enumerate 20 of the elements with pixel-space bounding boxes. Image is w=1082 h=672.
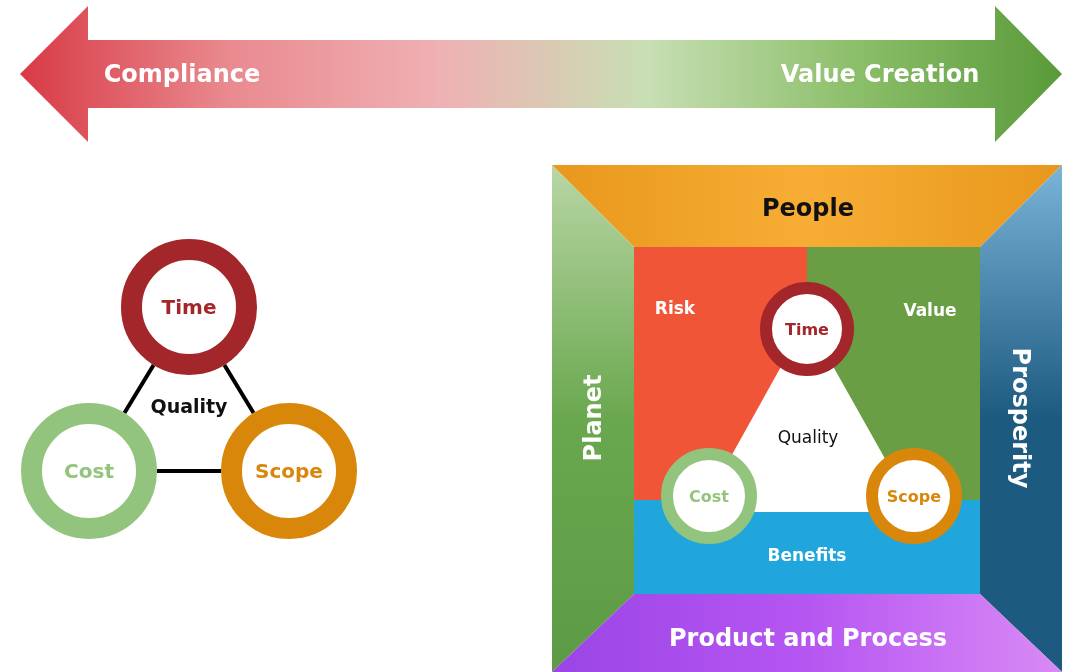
ring-label: Time xyxy=(161,295,217,319)
center-label: Quality xyxy=(150,395,228,417)
connector-line xyxy=(157,469,221,473)
quadrant-label: Value xyxy=(903,300,957,320)
triangle-label: Quality xyxy=(777,427,839,447)
ring-label: Scope xyxy=(255,459,323,483)
quadrant-label: Benefits xyxy=(767,545,847,565)
connector-line xyxy=(222,364,256,414)
quadrant-label: Risk xyxy=(654,298,696,318)
connector-line xyxy=(122,364,156,414)
arrow-label: Value Creation xyxy=(780,60,980,88)
panel-label: People xyxy=(762,194,854,222)
panel-label: Prosperity xyxy=(1007,347,1035,489)
panel-label: Planet xyxy=(579,374,607,462)
ring-label: Time xyxy=(785,319,829,339)
ring-label: Cost xyxy=(689,486,729,506)
ring-label: Cost xyxy=(64,459,114,483)
ring-label: Scope xyxy=(886,486,942,506)
arrow-label: Compliance xyxy=(103,60,261,88)
panel-label: Product and Process xyxy=(669,624,947,652)
